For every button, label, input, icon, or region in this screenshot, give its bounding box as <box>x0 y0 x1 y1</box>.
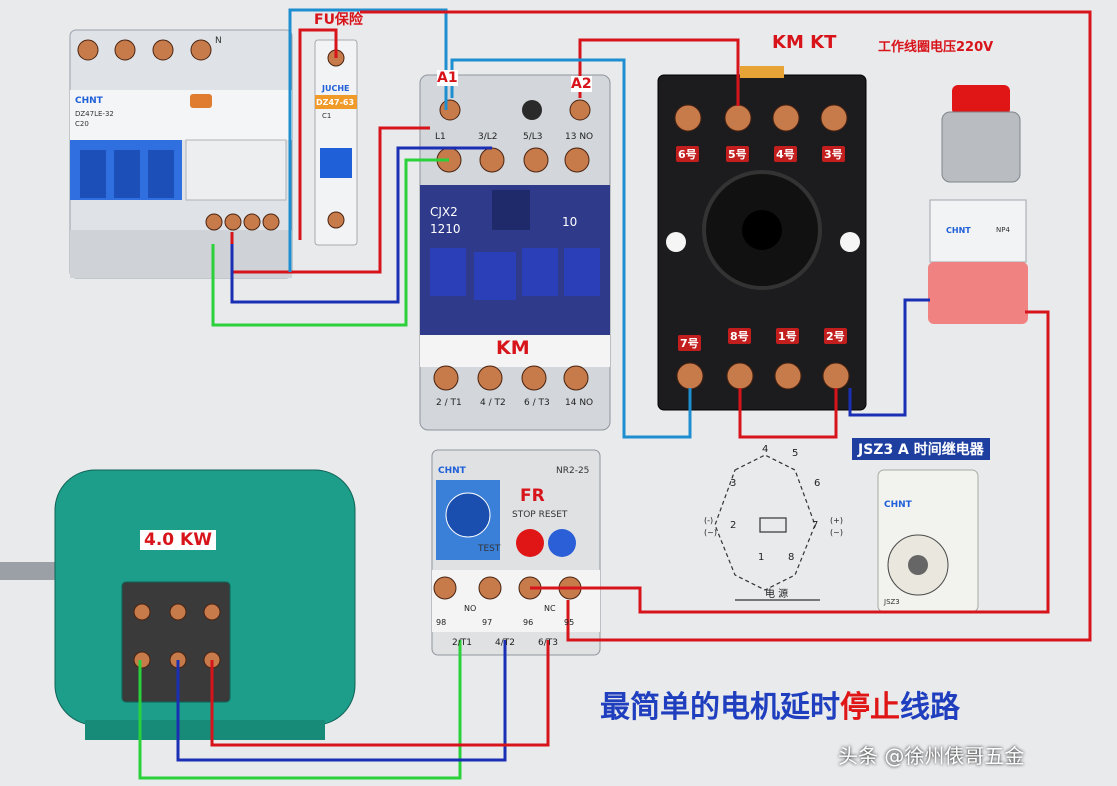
fuse-title: FU保险 <box>314 12 363 28</box>
coil-voltage-note: 工作线圈电压220V <box>878 40 994 55</box>
relay-top-terminals <box>674 104 848 132</box>
fr-brand: CHNT <box>438 466 466 476</box>
pin-3: 3 <box>730 478 737 489</box>
pin-mark-right-2: (~) <box>830 528 843 537</box>
fr-model: NR2-25 <box>556 466 590 476</box>
pin-diagram <box>714 454 820 601</box>
wire-blue-outer <box>230 146 492 304</box>
time-relay-jsz3 <box>877 469 979 613</box>
km-term-t1: 2 / T1 <box>436 398 462 408</box>
power-label: 电 源 <box>765 589 789 600</box>
wire-green-motor <box>138 640 462 780</box>
km-aux: 10 <box>562 215 578 229</box>
diagram-title: 最简单的电机延时停止线路 <box>600 682 960 726</box>
wire-red-a2 <box>578 38 740 106</box>
timer-label: JSZ3 A 时间继电器 <box>852 438 990 460</box>
wire-red-button <box>530 310 1050 614</box>
wire-red-timer <box>738 388 838 439</box>
breaker-bottom-terminals <box>205 213 280 231</box>
relay-socket <box>657 66 867 411</box>
km-label: KM <box>496 337 530 359</box>
fr-test: TEST <box>478 544 501 554</box>
breaker-brand: CHNT <box>75 96 103 106</box>
contactor-top-terminals <box>436 147 590 173</box>
km-term-14no: 14 NO <box>565 398 594 408</box>
fr-term-95: 95 <box>564 618 575 627</box>
fr-term-97: 97 <box>482 618 493 627</box>
button-brand: CHNT <box>946 226 971 235</box>
km-term-t3: 6 / T3 <box>524 398 550 408</box>
socket-pin-8: 8号 <box>728 328 751 344</box>
pin-5: 5 <box>792 448 799 459</box>
socket-pin-6: 6号 <box>676 146 699 162</box>
pin-mark-left-1: (-) <box>704 516 714 525</box>
wires <box>138 8 1092 780</box>
km-term-13no: 13 NO <box>565 132 594 142</box>
wire-red-top <box>298 28 338 240</box>
km-kt-note: KM KT <box>772 32 837 53</box>
socket-pin-5: 5号 <box>726 146 749 162</box>
fuse-model: DZ47-63 <box>316 98 355 107</box>
coil-a1-label: A1 <box>437 70 458 86</box>
wire-red-motor <box>210 640 550 747</box>
km-term-l1: L1 <box>435 132 446 142</box>
fr-term-96: 96 <box>523 618 534 627</box>
leakage-breaker <box>69 29 293 279</box>
fr-term-t2: 4/T2 <box>495 638 515 648</box>
wire-green-outer <box>211 158 449 327</box>
fr-term-t1: 2/T1 <box>452 638 472 648</box>
fr-term-98: 98 <box>436 618 447 627</box>
title-main: 最简单的电机延时 <box>600 690 840 725</box>
contactor-km <box>419 74 611 431</box>
socket-pin-1: 1号 <box>776 328 799 344</box>
socket-pin-2: 2号 <box>824 328 847 344</box>
socket-pin-4: 4号 <box>774 146 797 162</box>
fuse-brand: JUCHE <box>322 84 350 93</box>
contactor-bottom-terminals <box>433 365 589 391</box>
wire-cyan-top <box>288 8 448 272</box>
wire-cyan-a1 <box>450 58 692 439</box>
breaker-n-label: N <box>215 36 222 46</box>
km-term-t2: 4 / T2 <box>480 398 506 408</box>
wire-blue-motor <box>176 640 507 762</box>
pin-2: 2 <box>730 520 737 531</box>
pin-8: 8 <box>788 552 795 563</box>
wire-blue-timer <box>848 298 930 417</box>
pin-7: 7 <box>812 520 819 531</box>
fr-term-t3: 6/T3 <box>538 638 558 648</box>
fuse-holder <box>314 39 358 246</box>
pin-1: 1 <box>758 552 765 563</box>
fr-label: FR <box>520 486 545 506</box>
pin-mark-left-2: (~) <box>704 528 717 537</box>
title-highlight: 停止 <box>840 690 900 725</box>
pin-4: 4 <box>762 444 769 455</box>
pin-6: 6 <box>814 478 821 489</box>
fr-stop-reset: STOP RESET <box>512 510 568 520</box>
km-code: 1210 <box>430 222 461 236</box>
km-term-l2: 3/L2 <box>478 132 498 142</box>
button-model: NP4 <box>996 226 1010 234</box>
pin-mark-right-1: (+) <box>830 516 843 525</box>
km-model: CJX2 <box>430 205 458 219</box>
breaker-rating: C20 <box>75 120 89 128</box>
title-tail: 线路 <box>900 690 960 725</box>
breaker-top-terminals <box>77 39 212 61</box>
relay-bottom-terminals <box>676 362 850 390</box>
coil-a2-label: A2 <box>571 76 592 92</box>
fr-nc: NC <box>544 604 556 613</box>
wire-red-right <box>360 10 1092 642</box>
socket-pin-3: 3号 <box>822 146 845 162</box>
breaker-model: DZ47LE-32 <box>75 110 114 118</box>
fr-no: NO <box>464 604 477 613</box>
overload-relay-fr <box>431 449 601 656</box>
fuse-rating: C1 <box>322 112 332 120</box>
socket-pin-7: 7号 <box>678 335 701 351</box>
timer-brand: CHNT <box>884 500 912 510</box>
km-term-l3: 5/L3 <box>523 132 543 142</box>
push-button <box>928 85 1028 324</box>
watermark: 头条 @徐州俵哥五金 <box>838 744 1025 768</box>
motor-power: 4.0 KW <box>140 530 216 550</box>
timer-model: JSZ3 <box>884 598 900 606</box>
